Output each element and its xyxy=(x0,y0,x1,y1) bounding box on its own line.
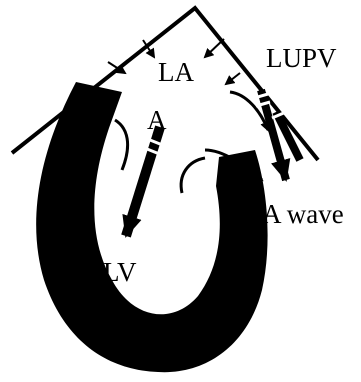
label-a-wave: A wave xyxy=(262,199,344,229)
pv-reversal-arrow-1 xyxy=(253,88,291,182)
ventricle-wall xyxy=(36,82,268,373)
atrium-arrow-top-right xyxy=(203,38,225,59)
pv-reversal-arrow-2 xyxy=(271,110,304,162)
label-la: LA xyxy=(158,57,194,87)
atrium-arrow-left xyxy=(107,61,127,75)
label-a: A xyxy=(147,105,167,135)
valve-leaflet-right xyxy=(179,156,206,194)
a-wave-inflow-arrow xyxy=(121,125,166,238)
flow-arrow-a-wave xyxy=(204,148,264,182)
flow-arrow-lupv xyxy=(229,90,270,132)
label-lupv: LUPV xyxy=(266,43,337,73)
label-lv: LV xyxy=(103,257,137,287)
valve-leaflet-left xyxy=(114,118,130,171)
atrium-arrow-top-left xyxy=(142,39,156,59)
atrium-arrow-right xyxy=(224,72,241,86)
